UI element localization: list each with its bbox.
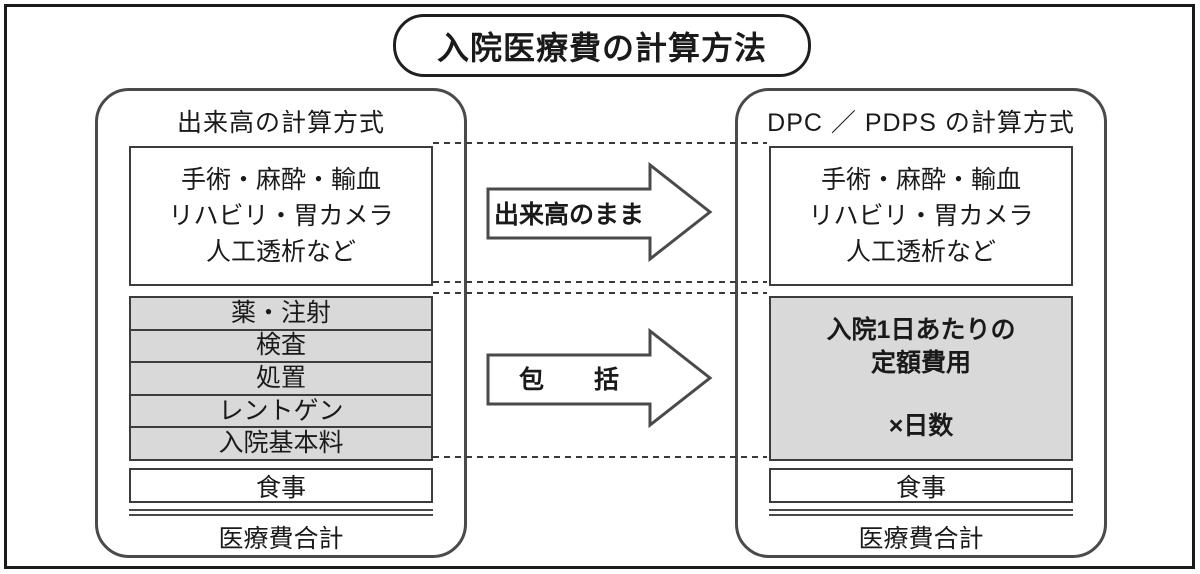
arrow-bottom-label: 包 括	[518, 366, 619, 394]
fee-top-box: 手術・麻酔・輸血 リハビリ・胃カメラ 人工透析など	[129, 146, 433, 286]
bundled-row-basic-fee: 入院基本料	[131, 426, 431, 459]
fee-top-box-line: リハビリ・胃カメラ	[168, 202, 394, 230]
fee-total-double-line	[129, 509, 433, 516]
outer-frame	[4, 4, 1195, 569]
dashed-connector-bottom	[433, 456, 767, 458]
panel-dpc-pdps-header: DPC ／ PDPS の計算方式	[767, 109, 1075, 137]
fee-top-box-line: 人工透析など	[205, 238, 356, 266]
dpc-meal-box: 食事	[769, 468, 1073, 503]
arrow-top-label: 出来高のまま	[493, 201, 644, 229]
dpc-top-box: 手術・麻酔・輸血 リハビリ・胃カメラ 人工透析など	[769, 146, 1073, 286]
fee-total-label: 医療費合計	[218, 525, 344, 553]
dpc-top-box-line: 手術・麻酔・輸血	[820, 166, 1021, 194]
dashed-connector-lower-mid	[433, 292, 767, 294]
dpc-per-diem-box: 入院1日あたりの 定額費用 ×日数	[769, 296, 1073, 461]
dpc-total-double-line	[769, 509, 1073, 516]
fee-top-box-line: 手術・麻酔・輸血	[180, 166, 381, 194]
dpc-top-box-line: リハビリ・胃カメラ	[808, 202, 1034, 230]
dpc-total-label: 医療費合計	[858, 525, 984, 553]
fee-meal-box: 食事	[129, 468, 433, 503]
fee-bundled-items-table: 薬・注射 検査 処置 レントゲン 入院基本料	[129, 296, 433, 461]
dpc-per-diem-multiplier: ×日数	[888, 412, 954, 440]
arrow-bundled-icon	[486, 327, 713, 429]
panel-fee-for-service: 出来高の計算方式 手術・麻酔・輸血 リハビリ・胃カメラ 人工透析など 薬・注射 …	[95, 88, 467, 558]
bundled-row-treatment: 処置	[131, 361, 431, 394]
diagram-title: 入院医療費の計算方法	[436, 29, 767, 66]
dpc-per-diem-line1: 入院1日あたりの	[826, 316, 1016, 344]
bundled-row-examination: 検査	[131, 328, 431, 362]
panel-fee-for-service-header: 出来高の計算方式	[176, 109, 385, 137]
arrow-fee-for-service-icon	[486, 161, 713, 263]
diagram-title-box: 入院医療費の計算方法	[393, 14, 811, 77]
bundled-row-xray: レントゲン	[131, 393, 431, 427]
dashed-connector-upper-mid	[433, 281, 767, 283]
dpc-per-diem-line2: 定額費用	[870, 349, 971, 377]
bundled-row-medication: 薬・注射	[131, 298, 431, 329]
dashed-connector-top	[433, 142, 767, 144]
panel-dpc-pdps: DPC ／ PDPS の計算方式 手術・麻酔・輸血 リハビリ・胃カメラ 人工透析…	[735, 88, 1107, 558]
dpc-top-box-line: 人工透析など	[845, 238, 996, 266]
